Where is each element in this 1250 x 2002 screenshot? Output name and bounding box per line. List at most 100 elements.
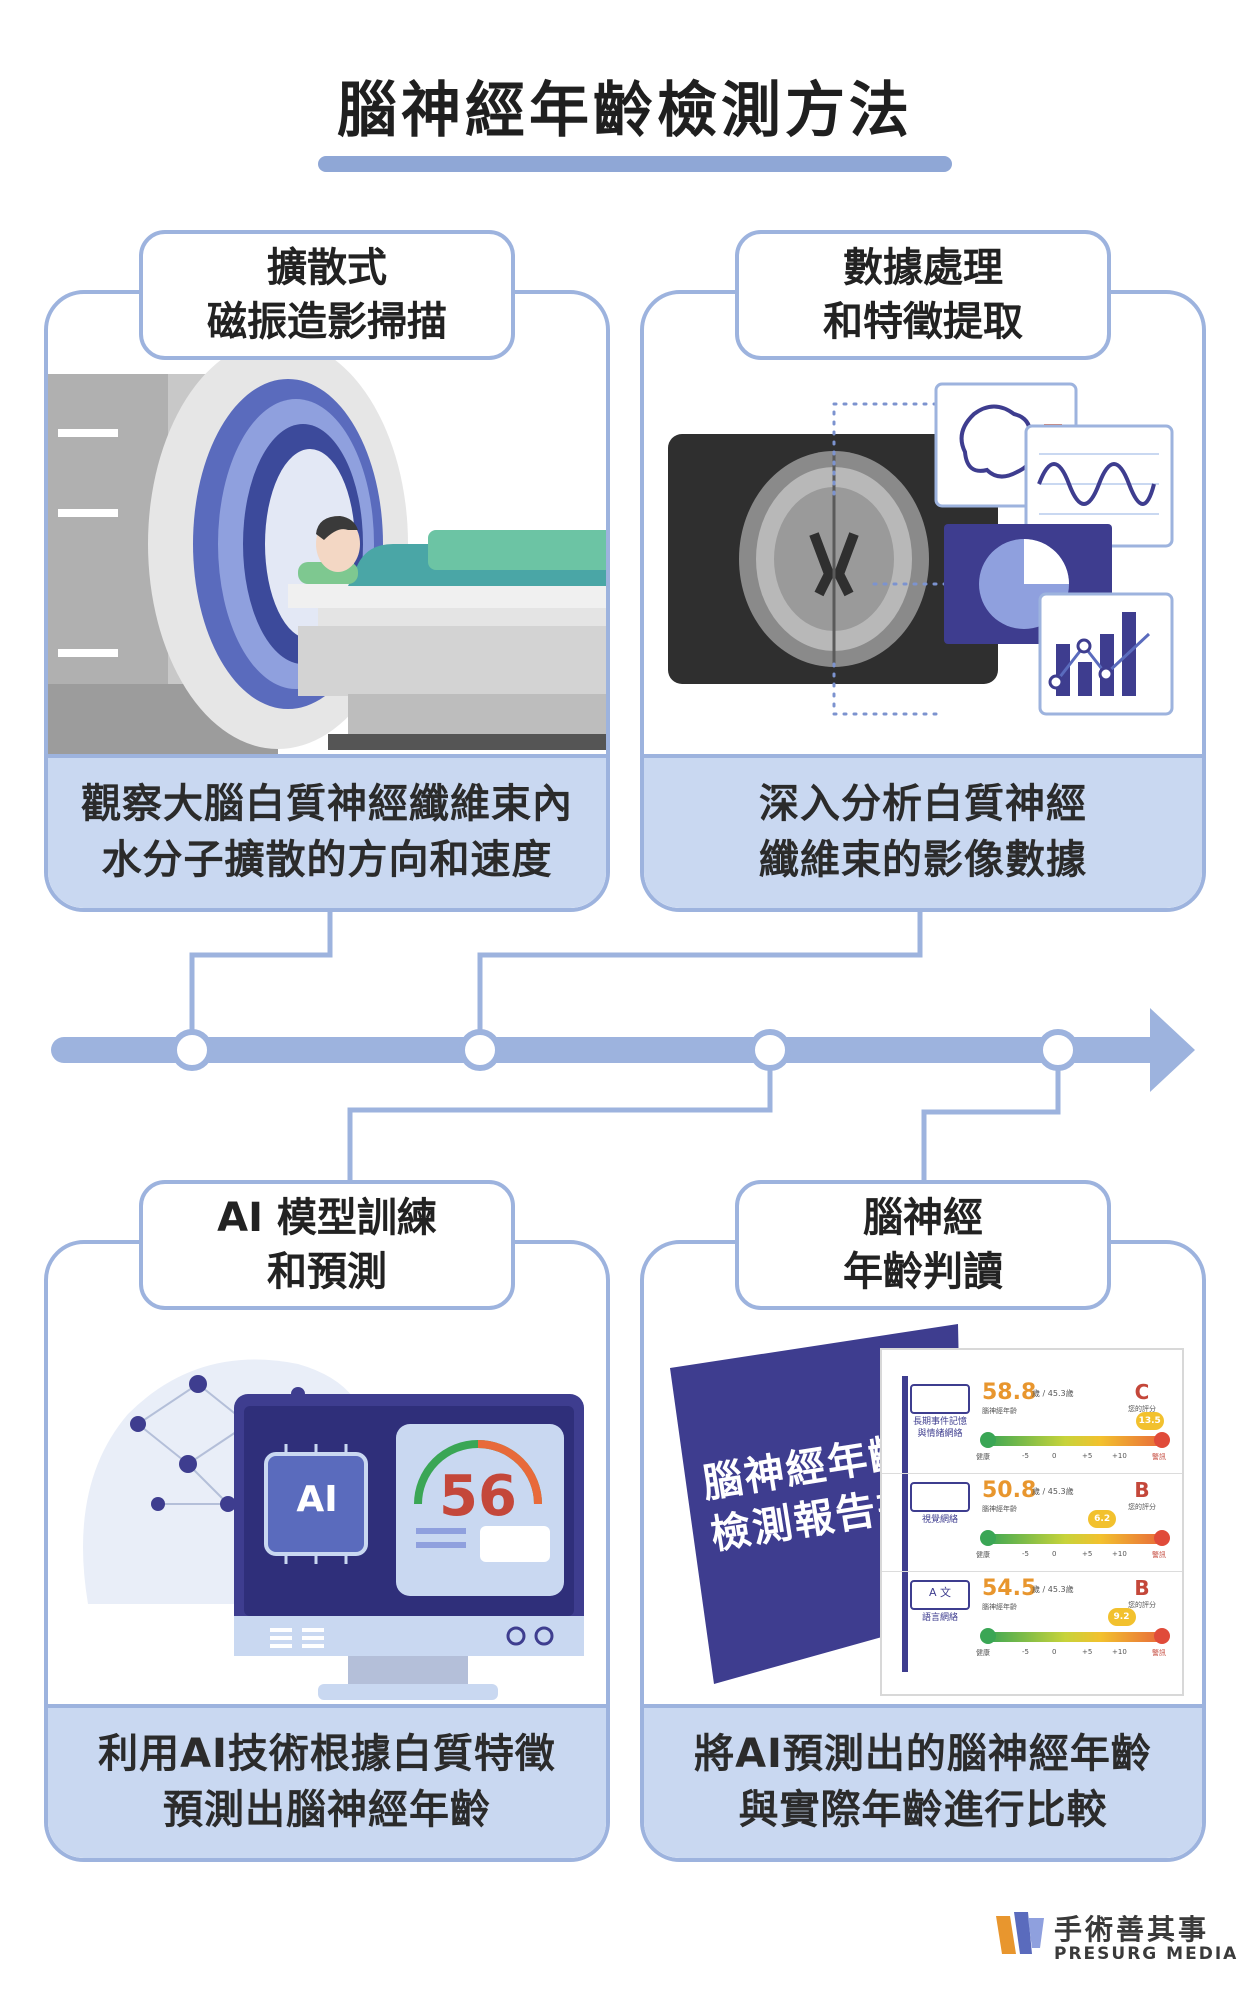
grade: B — [1134, 1576, 1150, 1600]
ai-chip-label: AI — [296, 1479, 338, 1520]
healthy-end-dot — [980, 1432, 996, 1448]
network-name: 長期事件記憶 — [912, 1417, 967, 1427]
scale-tick: -5 — [1022, 1452, 1029, 1460]
score-marker: 9.2 — [1107, 1608, 1136, 1626]
warning-end-dot — [1154, 1530, 1170, 1546]
grade-caption: 您的評分 — [1128, 1503, 1156, 1511]
step-3-description: 利用AI技術根據白質特徵 預測出腦神經年齡 — [48, 1704, 606, 1858]
scale-tick: 0 — [1052, 1550, 1057, 1558]
step-1-label-line1: 擴散式 — [267, 245, 387, 291]
step-4-label: 腦神經 年齡判讀 — [735, 1180, 1111, 1310]
ai-monitor-illustration — [83, 1359, 584, 1700]
brand-name-cn: 手術善其事 — [1054, 1913, 1210, 1946]
step-2-description: 深入分析白質神經 纖維束的影像數據 — [644, 754, 1202, 908]
step-3-label-line1: AI 模型訓練 — [217, 1195, 437, 1241]
scale-tick: 0 — [1052, 1648, 1057, 1656]
step-1-desc-line2: 水分子擴散的方向和速度 — [101, 837, 553, 883]
connector-3 — [347, 1050, 773, 1180]
scale-tick: +10 — [1112, 1452, 1127, 1460]
scale-right-label: 警訊 — [1152, 1551, 1166, 1559]
step-4-label-line2: 年齡判讀 — [843, 1249, 1003, 1295]
brand-name-en: PRESURG MEDIA — [1054, 1944, 1239, 1964]
step-1-description: 觀察大腦白質神經纖維束內 水分子擴散的方向和速度 — [48, 754, 606, 908]
age-caption: 腦神經年齡 — [982, 1407, 1017, 1415]
score-bar — [986, 1632, 1162, 1642]
scale-left-label: 健康 — [976, 1551, 990, 1559]
step-panel-mri: 觀察大腦白質神經纖維束內 水分子擴散的方向和速度 — [44, 290, 610, 912]
score-bar — [986, 1436, 1162, 1446]
timeline-node-4 — [1037, 1029, 1079, 1071]
mri-scanner-illustration — [48, 339, 606, 754]
grade-caption: 您的評分 — [1128, 1405, 1156, 1413]
age-unit: 歲 / 45.3歲 — [1032, 1487, 1074, 1496]
scale-tick: +5 — [1082, 1648, 1093, 1656]
scale-tick: +5 — [1082, 1550, 1093, 1558]
scale-tick: +10 — [1112, 1550, 1127, 1558]
step-4-desc-line2: 與實際年齡進行比較 — [738, 1787, 1108, 1833]
network-icon: A 文 — [910, 1580, 970, 1610]
brain-scan-analysis-illustration — [668, 382, 1174, 716]
step-1-label-line2: 磁振造影掃描 — [207, 299, 447, 345]
step-4-desc-line1: 將AI預測出的腦神經年齡 — [694, 1731, 1152, 1777]
healthy-end-dot — [980, 1530, 996, 1546]
gauge-value: 56 — [439, 1464, 517, 1529]
scale-tick: 0 — [1052, 1452, 1057, 1460]
timeline-node-2 — [459, 1029, 501, 1071]
connector-2 — [477, 910, 923, 1050]
connector-1 — [189, 910, 333, 1050]
step-1-label: 擴散式 磁振造影掃描 — [139, 230, 515, 360]
scale-right-label: 警訊 — [1152, 1649, 1166, 1657]
brain-age-value: 50.8 — [982, 1478, 1037, 1503]
step-3-label: AI 模型訓練 和預測 — [139, 1180, 515, 1310]
title-underline — [318, 156, 952, 172]
age-caption: 腦神經年齡 — [982, 1603, 1017, 1611]
brain-age-value: 54.5 — [982, 1576, 1037, 1601]
scale-tick: +10 — [1112, 1648, 1127, 1656]
network-name-2: 與情緒網絡 — [917, 1429, 963, 1439]
step-2-label-line1: 數據處理 — [843, 245, 1003, 291]
scale-right-label: 警訊 — [1152, 1453, 1166, 1461]
step-2-label-line2: 和特徵提取 — [823, 299, 1023, 345]
score-marker: 6.2 — [1088, 1510, 1117, 1528]
grade-caption: 您的評分 — [1128, 1601, 1156, 1609]
step-4-label-line1: 腦神經 — [863, 1195, 983, 1241]
grade: B — [1134, 1478, 1150, 1502]
healthy-end-dot — [980, 1628, 996, 1644]
scale-left-label: 健康 — [976, 1453, 990, 1461]
timeline-arrow — [1150, 1008, 1195, 1092]
score-marker: 13.5 — [1135, 1412, 1164, 1430]
age-caption: 腦神經年齡 — [982, 1505, 1017, 1513]
score-bar — [986, 1534, 1162, 1544]
step-3-desc-line1: 利用AI技術根據白質特徵 — [98, 1731, 556, 1777]
brand-logo-icon — [996, 1912, 1044, 1954]
network-name: 視覺網絡 — [921, 1515, 958, 1525]
step-1-desc-line1: 觀察大腦白質神經纖維束內 — [81, 781, 573, 827]
timeline-node-1 — [171, 1029, 213, 1071]
step-panel-ai-model: AI 56 利用AI技術根據白質特徵 預測出腦神經年齡 — [44, 1240, 610, 1862]
scale-left-label: 健康 — [976, 1649, 990, 1657]
step-panel-data-processing: 深入分析白質神經 纖維束的影像數據 — [640, 290, 1206, 912]
page-title: 腦神經年齡檢測方法 — [337, 76, 913, 146]
scale-tick: -5 — [1022, 1648, 1029, 1656]
network-name: 語言網絡 — [921, 1613, 958, 1623]
step-2-label: 數據處理 和特徵提取 — [735, 230, 1111, 360]
step-2-desc-line1: 深入分析白質神經 — [759, 781, 1087, 827]
network-icon — [910, 1482, 970, 1512]
step-4-description: 將AI預測出的腦神經年齡 與實際年齡進行比較 — [644, 1704, 1202, 1858]
brain-age-value: 58.8 — [982, 1380, 1037, 1405]
scale-tick: -5 — [1022, 1550, 1029, 1558]
step-2-desc-line2: 纖維束的影像數據 — [759, 837, 1087, 883]
timeline-node-3 — [749, 1029, 791, 1071]
scale-tick: +5 — [1082, 1452, 1093, 1460]
age-unit: 歲 / 45.3歲 — [1032, 1585, 1074, 1594]
grade: C — [1134, 1380, 1150, 1404]
warning-end-dot — [1154, 1628, 1170, 1644]
connector-4 — [921, 1050, 1061, 1180]
step-3-label-line2: 和預測 — [267, 1249, 387, 1295]
step-3-desc-line2: 預測出腦神經年齡 — [163, 1787, 491, 1833]
